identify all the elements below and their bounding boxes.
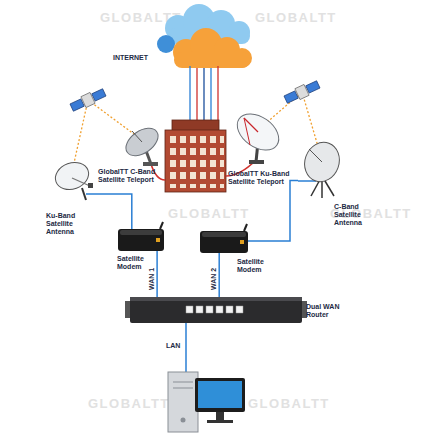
- cloud-part: [157, 35, 175, 53]
- watermark: GLOBALTT: [88, 396, 170, 411]
- teleport-dish: GlobalTT C-Band Satellite Teleport: [122, 126, 164, 166]
- edge-label: WAN 2: [210, 268, 217, 290]
- monitor-stand: [216, 412, 224, 420]
- router-top: [130, 297, 302, 301]
- satellite-dish: [299, 137, 345, 186]
- modem-led: [156, 238, 160, 242]
- teleport-dish: GlobalTT Ku-Band Satellite Teleport: [230, 110, 285, 165]
- solar-panel: [92, 89, 106, 101]
- node-label: Ku-Band Satellite Antenna: [46, 212, 86, 236]
- modem-top: [120, 230, 162, 235]
- dish-base: [249, 160, 264, 164]
- cable-connector: [248, 181, 298, 241]
- watermark: GLOBALTT: [255, 10, 337, 25]
- lan-cable: [185, 323, 187, 372]
- node-label: Satellite Modem: [237, 258, 273, 274]
- solar-panel: [306, 81, 320, 93]
- modem-antenna: [244, 224, 247, 231]
- network-wire: [189, 66, 190, 122]
- dish-feed: [244, 118, 258, 132]
- monitor-base: [207, 420, 233, 423]
- dish-feed: [132, 131, 142, 142]
- satellite-antenna: Ku-Band Satellite Antenna: [52, 158, 100, 203]
- satellite-dish: [52, 158, 93, 194]
- modem-antenna: [160, 222, 163, 229]
- drive-slot: [173, 388, 193, 389]
- power-button: [181, 418, 186, 423]
- cable-connector: [156, 251, 158, 297]
- modem-body: [118, 229, 164, 251]
- satellite-icon: [283, 79, 321, 105]
- monitor-bezel: [195, 378, 245, 412]
- router-body: [130, 297, 302, 323]
- dish-base: [143, 162, 158, 166]
- drive-slot: [173, 382, 193, 383]
- cable-stub: [86, 193, 100, 195]
- satellite-icon: [69, 87, 107, 113]
- node-label: GlobalTT C-Band Satellite Teleport: [98, 168, 166, 184]
- cable-connector: [100, 194, 132, 229]
- node-label: GlobalTT Ku-Band Satellite Teleport: [228, 170, 300, 186]
- dish-feed: [244, 118, 250, 145]
- dish-feed: [309, 149, 322, 162]
- node-label: Dual WAN Router: [306, 303, 350, 319]
- node-label: INTERNET: [98, 54, 148, 62]
- teleport-dish: [231, 107, 286, 158]
- satellite-modem: Satellite Modem: [200, 231, 248, 253]
- cable-connector: [218, 253, 220, 297]
- modem-body: [200, 231, 248, 253]
- watermark: GLOBALTT: [248, 396, 330, 411]
- modem-led: [240, 240, 244, 244]
- teleport-building: [165, 130, 226, 192]
- solar-panel: [70, 99, 84, 111]
- dual-wan-router: Dual WAN Router: [130, 297, 302, 323]
- satellite-antenna: C-Band Satellite Antenna: [298, 140, 346, 198]
- network-wire: [196, 68, 197, 122]
- network-wire: [217, 66, 218, 122]
- node-label: C-Band Satellite Antenna: [334, 203, 374, 227]
- pc-tower: [168, 372, 198, 432]
- solar-panel: [284, 91, 298, 103]
- antenna-mount: [82, 188, 86, 200]
- cloud-part: [174, 52, 250, 68]
- satellite-modem: Satellite Modem: [118, 229, 164, 251]
- modem-top: [202, 232, 246, 237]
- teleport-dish: [121, 123, 163, 162]
- monitor-screen: [198, 381, 242, 408]
- network-wire: [210, 68, 211, 122]
- network-wire: [203, 68, 204, 122]
- satellite-body: [81, 92, 95, 107]
- watermark: GLOBALTT: [168, 206, 250, 221]
- router-ports: [186, 306, 243, 313]
- dish-feed: [72, 178, 90, 186]
- internet-cloud: INTERNET: [150, 8, 272, 84]
- edge-label: WAN 1: [148, 268, 155, 290]
- building-windows: [168, 134, 224, 188]
- satellite-body: [295, 84, 309, 99]
- lnb: [88, 183, 93, 188]
- connection-label: LAN: [166, 342, 180, 349]
